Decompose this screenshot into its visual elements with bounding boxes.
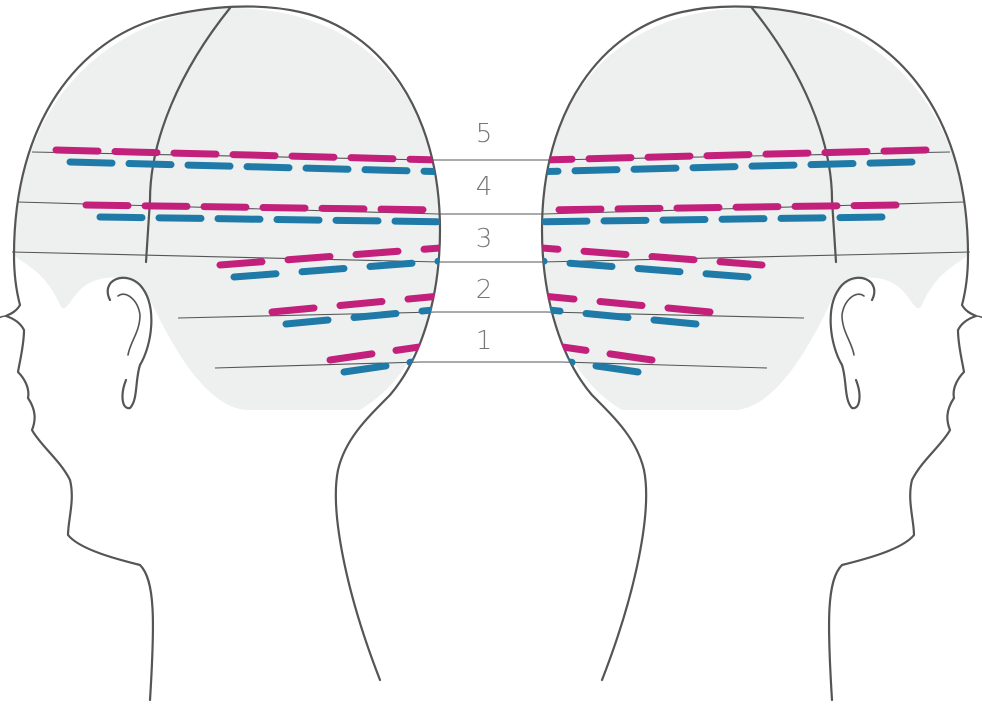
left-row-4-magenta-dash bbox=[263, 208, 305, 209]
left-row-2-blue-dash bbox=[286, 320, 328, 324]
left-row-4-magenta-dash bbox=[204, 207, 246, 208]
right-ear bbox=[831, 278, 875, 408]
right-row-5-magenta-dash bbox=[766, 153, 808, 154]
left-row-3-blue-dash bbox=[234, 274, 276, 277]
right-row-3-magenta-dash bbox=[652, 257, 694, 260]
right-row-2-blue-dash bbox=[586, 314, 628, 318]
left-row-5-blue-dash bbox=[129, 164, 171, 165]
left-row-5-blue-dash bbox=[365, 170, 407, 171]
row-label-4: 4 bbox=[476, 172, 493, 202]
left-row-2-magenta-dash bbox=[408, 295, 450, 299]
right-row-5-blue-dash bbox=[516, 171, 558, 172]
left-row-5-magenta-dash bbox=[292, 156, 334, 157]
right-row-2-magenta-dash bbox=[668, 308, 710, 312]
left-row-5-magenta-dash bbox=[115, 152, 157, 153]
right-row-4-blue-dash bbox=[545, 221, 587, 222]
left-row-2-magenta-dash bbox=[272, 308, 314, 312]
right-row-5-blue-dash bbox=[634, 168, 676, 169]
row-label-1: 1 bbox=[476, 326, 493, 356]
left-ear-inner bbox=[118, 294, 140, 355]
left-row-5-blue-dash bbox=[188, 165, 230, 166]
right-row-4-magenta-dash bbox=[854, 205, 896, 206]
row-label-5: 5 bbox=[476, 119, 493, 149]
right-row-4-magenta-dash bbox=[618, 208, 660, 209]
left-row-4-blue-dash bbox=[336, 220, 378, 221]
right-row-4-magenta-dash bbox=[795, 206, 837, 207]
right-row-5-blue-dash bbox=[870, 162, 912, 163]
right-row-3-blue-dash bbox=[706, 274, 748, 277]
right-row-4-magenta-dash bbox=[736, 207, 778, 208]
left-row-4-magenta-dash bbox=[322, 208, 364, 209]
left-row-3-blue-dash bbox=[438, 258, 480, 261]
left-row-4-magenta-dash bbox=[145, 206, 187, 207]
right-row-5-magenta-dash bbox=[884, 150, 926, 151]
row-label-2: 2 bbox=[476, 275, 493, 305]
left-row-4-blue-dash bbox=[395, 221, 437, 222]
right-row-2-magenta-dash bbox=[532, 295, 574, 299]
left-row-3-magenta-dash bbox=[220, 262, 262, 265]
left-eyelash bbox=[0, 316, 6, 320]
left-row-3-magenta-dash bbox=[288, 257, 330, 260]
left-row-3-blue-dash bbox=[370, 263, 412, 266]
right-row-4-blue-dash bbox=[663, 220, 705, 221]
left-row-5-blue-dash bbox=[70, 162, 112, 163]
right-eyelash bbox=[976, 316, 982, 320]
right-row-4-magenta-dash bbox=[677, 208, 719, 209]
left-row-5-blue-dash bbox=[424, 171, 466, 172]
left-row-5-blue-dash bbox=[247, 167, 289, 168]
left-row-2-blue-dash bbox=[422, 307, 464, 311]
right-face-outline bbox=[829, 255, 976, 700]
left-row-4-blue-dash bbox=[277, 220, 319, 221]
right-row-5-blue-dash bbox=[693, 167, 735, 168]
left-ear bbox=[108, 278, 152, 408]
right-row-4-blue-dash bbox=[781, 218, 823, 219]
left-row-5-magenta-dash bbox=[56, 150, 98, 151]
right-row-5-blue-dash bbox=[575, 170, 617, 171]
right-row-4-blue-dash bbox=[840, 217, 882, 218]
right-row-4-blue-dash bbox=[604, 220, 646, 221]
right-row-3-blue-dash bbox=[638, 269, 680, 272]
right-ear-inner bbox=[842, 294, 864, 355]
left-row-5-magenta-dash bbox=[351, 158, 393, 159]
left-row-3-magenta-dash bbox=[424, 246, 466, 249]
left-row-5-magenta-dash bbox=[174, 153, 216, 154]
right-row-2-blue-dash bbox=[654, 320, 696, 324]
left-row-4-blue-dash bbox=[218, 219, 260, 220]
right-row-4-magenta-dash bbox=[559, 209, 601, 210]
left-row-5-magenta-dash bbox=[233, 155, 275, 156]
right-row-2-blue-dash bbox=[518, 307, 560, 311]
right-row-5-blue-dash bbox=[811, 164, 853, 165]
right-row-5-magenta-dash bbox=[707, 155, 749, 156]
left-row-2-blue-dash bbox=[354, 314, 396, 318]
right-row-3-magenta-dash bbox=[584, 251, 626, 254]
right-row-5-magenta-dash bbox=[648, 156, 690, 157]
right-row-3-magenta-dash bbox=[516, 246, 558, 249]
right-row-3-magenta-dash bbox=[720, 262, 762, 265]
right-row-2-magenta-dash bbox=[600, 302, 642, 306]
right-row-5-blue-dash bbox=[752, 165, 794, 166]
left-row-5-blue-dash bbox=[306, 168, 348, 169]
left-row-4-blue-dash bbox=[100, 217, 142, 218]
left-row-4-magenta-dash bbox=[381, 209, 423, 210]
right-row-3-blue-dash bbox=[570, 263, 612, 266]
left-face-outline bbox=[6, 255, 153, 700]
left-row-4-blue-dash bbox=[159, 218, 201, 219]
left-row-3-magenta-dash bbox=[356, 251, 398, 254]
right-row-5-magenta-dash bbox=[589, 158, 631, 159]
right-row-3-blue-dash bbox=[502, 258, 544, 261]
right-row-5-magenta-dash bbox=[825, 152, 867, 153]
left-row-4-magenta-dash bbox=[86, 205, 128, 206]
right-row-4-blue-dash bbox=[722, 219, 764, 220]
left-row-3-blue-dash bbox=[302, 269, 344, 272]
row-label-3: 3 bbox=[476, 224, 493, 254]
left-row-2-magenta-dash bbox=[340, 302, 382, 306]
